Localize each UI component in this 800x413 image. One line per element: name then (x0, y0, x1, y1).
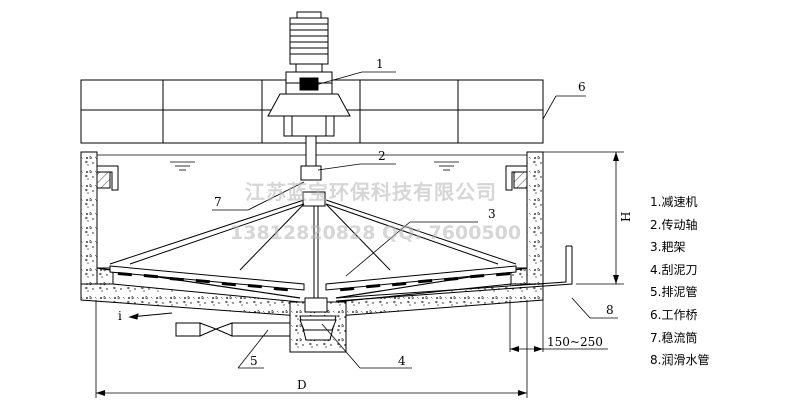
dimension-lines (95, 151, 624, 398)
tank (80, 151, 544, 353)
legend-item-scraper: 4.刮泥刀 (650, 262, 698, 277)
slope-indicator (128, 312, 173, 320)
drive-shaft (300, 135, 328, 313)
legend-item-sludge-pipe: 5.排泥管 (650, 285, 698, 300)
slope-label: i (118, 309, 122, 323)
callout-5: 5 (250, 354, 258, 368)
callout-6: 6 (578, 80, 586, 94)
legend-item-lubrication-pipe: 8.润滑水管 (650, 353, 710, 368)
sludge-pipe (175, 322, 291, 337)
sump-scraper (299, 319, 337, 331)
legend-item-rake-arm: 3.耙架 (650, 240, 686, 255)
callout-1: 1 (376, 57, 384, 71)
dimension-arrows (96, 152, 619, 396)
rake-arms (109, 199, 517, 291)
legend-item-work-bridge: 6.工作桥 (650, 307, 698, 322)
lubrication-pipe (335, 245, 573, 302)
callout-8: 8 (606, 303, 614, 317)
callout-4: 4 (398, 354, 406, 368)
reducer (267, 11, 351, 137)
legend-item-stilling-well: 7.稳流筒 (650, 330, 698, 345)
dimension-overhang-label: 150~250 (547, 335, 603, 349)
callout-3: 3 (488, 207, 496, 221)
legend-item-drive-shaft: 2.传动轴 (650, 217, 698, 232)
dimension-h-label: H (619, 212, 633, 222)
callout-2: 2 (378, 149, 386, 163)
scraper-blades (117, 271, 511, 292)
leader-lines (212, 71, 618, 369)
dimension-d-label: D (297, 378, 307, 392)
parts-legend: 1.减速机 2.传动轴 3.耙架 4.刮泥刀 5.排泥管 6.工作桥 7.稳流筒… (650, 191, 790, 372)
legend-item-reducer: 1.减速机 (650, 195, 698, 209)
callout-7: 7 (214, 195, 222, 209)
